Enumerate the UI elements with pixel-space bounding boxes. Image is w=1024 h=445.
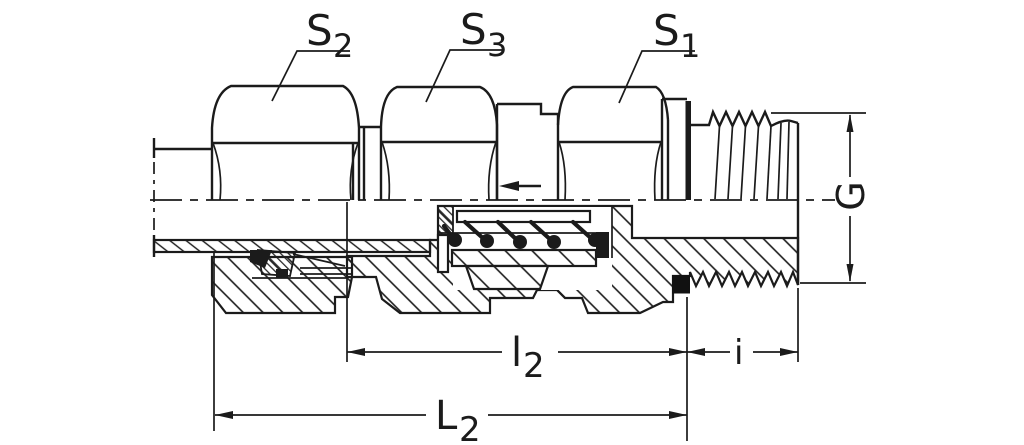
tube-wall-section [152, 238, 432, 254]
L2-subscript: 2 [459, 410, 481, 445]
s3-label: S [460, 5, 487, 54]
dimension-g: G [829, 114, 873, 282]
dimensions: l 2 i L 2 G [213, 5, 873, 445]
L2-label: L [435, 393, 458, 439]
callout-s1: S 1 [618, 6, 700, 104]
l2-small-label: l [511, 330, 522, 376]
cutting-ring [250, 249, 346, 278]
nut-s2-section [210, 255, 354, 315]
stud-seal-edge [685, 101, 691, 200]
neck [359, 125, 381, 200]
collar [660, 97, 691, 200]
spring-retainer-plate [455, 209, 592, 224]
external-view [152, 84, 800, 285]
dimension-l2-big: L 2 [215, 393, 687, 445]
callout-s3: S 3 [425, 5, 507, 103]
valve-seat [436, 233, 450, 274]
g-label: G [829, 181, 873, 210]
hex-nut-s1 [556, 85, 670, 201]
extension-lines [213, 112, 866, 441]
s3-subscript: 3 [487, 26, 507, 64]
dimension-i: i [687, 333, 798, 373]
check-valve-internals [436, 205, 609, 291]
thread-flank-lines [714, 121, 790, 200]
hex-nut-s2 [210, 84, 361, 201]
centerline [150, 162, 835, 232]
spring [441, 219, 602, 249]
cutting-edge [250, 250, 272, 268]
s1-subscript: 1 [680, 27, 700, 65]
callout-s2: S 2 [271, 6, 353, 102]
body-cylinder [495, 102, 558, 200]
l2-small-subscript: 2 [523, 346, 545, 386]
hex-s3 [379, 85, 499, 201]
s2-label: S [306, 6, 333, 55]
stud-seal-section [672, 275, 690, 294]
valve-seal [596, 232, 609, 258]
flow-direction-arrow [499, 181, 541, 191]
i-label: i [734, 333, 743, 373]
dimension-l2-small: l 2 [347, 330, 687, 386]
valve-seat-sleeve [437, 205, 454, 234]
male-thread [691, 108, 800, 285]
s1-label: S [653, 6, 680, 55]
s2-subscript: 2 [333, 27, 353, 65]
